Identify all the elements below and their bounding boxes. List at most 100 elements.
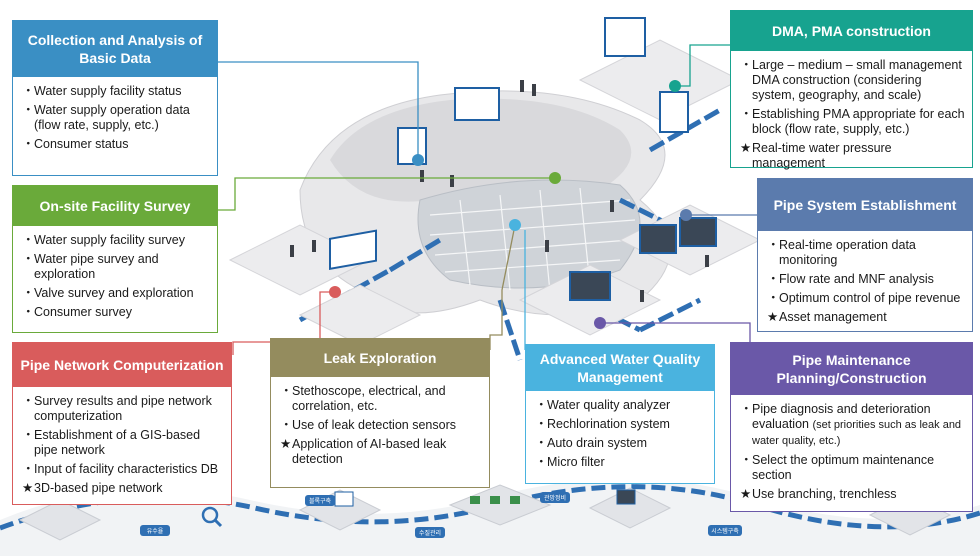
connector-lines [218, 44, 760, 355]
list-item: ★Application of AI-based leak detection [280, 437, 483, 467]
panel-dma: DMA, PMA construction ・Large – medium – … [730, 10, 973, 171]
list-item-text: Large – medium – small management DMA co… [752, 58, 962, 102]
list-item: ・Auto drain system [535, 436, 708, 451]
bullet-icon: ・ [740, 58, 753, 72]
sign-4: 관망정비 [544, 494, 566, 502]
sign-3: 수질관리 [419, 529, 441, 537]
list-item-text: Use branching, trenchless [752, 487, 897, 501]
bullet-icon: ・ [280, 418, 293, 432]
panel-maintenance-title: Pipe Maintenance Planning/Construction [731, 343, 972, 395]
bullet-icon: ・ [535, 455, 548, 469]
list-item-text: Input of facility characteristics DB [34, 462, 219, 476]
panel-collection: Collection and Analysis of Basic Data ・W… [12, 20, 218, 176]
panel-network-list: ・ Survey results and pipe network compute… [13, 387, 231, 496]
list-item-text: Real-time water pressure management [752, 141, 892, 170]
list-item: ・Water quality analyzer [535, 398, 708, 413]
people [290, 80, 709, 302]
list-item: ・Water supply operation data (flow rate,… [22, 103, 211, 133]
bullet-icon: ・ [535, 436, 548, 450]
panel-collection-list: ・Water supply facility status・Water supp… [13, 77, 217, 152]
bullet-icon: ・ [280, 384, 293, 398]
panel-quality-list: ・Water quality analyzer・Rechlorination s… [526, 391, 714, 470]
list-item: ・Use of leak detection sensors [280, 418, 483, 433]
list-item-text: 3D-based pipe network [34, 481, 163, 495]
list-item: ・Consumer status [22, 137, 211, 152]
list-item-text: Real-time operation data monitoring [779, 238, 916, 267]
screens [329, 17, 717, 301]
list-item: ・Optimum control of pipe revenue [767, 291, 966, 306]
list-item: ・Stethoscope, electrical, and correlatio… [280, 384, 483, 414]
list-item-text: Consumer status [34, 137, 129, 151]
list-item: ・Select the optimum maintenance section [740, 453, 966, 483]
list-item: ・Survey results and pipe network compute… [22, 394, 225, 424]
list-item-text: Water supply facility survey [34, 233, 185, 247]
panel-collection-title: Collection and Analysis of Basic Data [13, 21, 217, 77]
list-item: ・Input of facility characteristics DB [22, 462, 225, 477]
list-item-text: Establishing PMA appropriate for each bl… [752, 107, 965, 136]
panel-dma-list: ・Large – medium – small management DMA c… [731, 51, 972, 171]
list-item-text: Survey results and pipe network computer… [34, 394, 212, 423]
bullet-icon: ・ [22, 305, 35, 319]
list-item: ★Asset management [767, 310, 966, 325]
city-map-area [417, 179, 641, 289]
connector-dots [329, 80, 692, 329]
list-item-text: Water supply facility status [34, 84, 182, 98]
panel-onsite: On-site Facility Survey ・Water supply fa… [12, 185, 218, 333]
bullet-icon: ・ [740, 107, 753, 121]
list-item: ・Micro filter [535, 455, 708, 470]
list-item: ・Rechlorination system [535, 417, 708, 432]
panel-dma-title: DMA, PMA construction [731, 11, 972, 51]
list-item-text: Valve survey and exploration [34, 286, 194, 300]
panel-network-title: Pipe Network Computerization [13, 343, 231, 387]
panel-leak: Leak Exploration ・Stethoscope, electrica… [270, 338, 490, 488]
bullet-icon: ・ [22, 103, 35, 117]
street-grid [429, 187, 636, 293]
star-icon: ★ [740, 487, 752, 501]
bullet-icon: ・ [22, 462, 35, 476]
list-item: ★Use branching, trenchless [740, 487, 966, 502]
bullet-icon: ・ [740, 402, 753, 416]
panel-onsite-list: ・Water supply facility survey・Water pipe… [13, 226, 217, 320]
panel-pipesystem-list: ・Real-time operation data monitoring・Flo… [758, 231, 972, 325]
list-item-text: Asset management [779, 310, 887, 324]
bullet-icon: ・ [767, 238, 780, 252]
star-icon: ★ [767, 310, 779, 324]
bullet-icon: ・ [22, 252, 35, 266]
list-item-note: (set priorities such as leak and water q… [752, 419, 962, 447]
bullet-icon: ・ [740, 453, 753, 467]
list-item-text: Water supply operation data (flow rate, … [34, 103, 190, 132]
list-item: ・Establishment of a GIS-based pipe netwo… [22, 428, 225, 458]
bullet-icon: ・ [767, 272, 780, 286]
list-item-text: Water pipe survey and exploration [34, 252, 159, 281]
list-item: ・Valve survey and exploration [22, 286, 211, 301]
panel-onsite-title: On-site Facility Survey [13, 186, 217, 226]
list-item: ・Large – medium – small management DMA c… [740, 58, 966, 103]
list-item-text: Stethoscope, electrical, and correlation… [292, 384, 446, 413]
bullet-icon: ・ [767, 291, 780, 305]
panel-leak-title: Leak Exploration [271, 339, 489, 377]
bullet-icon: ・ [535, 398, 548, 412]
bullet-icon: ・ [22, 233, 35, 247]
list-item-text: Application of AI-based leak detection [292, 437, 447, 466]
list-item-text: Select the optimum maintenance section [752, 453, 935, 482]
list-item-text: Rechlorination system [547, 417, 670, 431]
panel-maintenance-list: ・Pipe diagnosis and deterioration evalua… [731, 395, 972, 502]
sign-2: 블록구축 [309, 497, 332, 505]
list-item-text: Establishment of a GIS-based pipe networ… [34, 428, 201, 457]
list-item: ・Consumer survey [22, 305, 211, 320]
star-icon: ★ [22, 481, 34, 495]
list-item-text: Water quality analyzer [547, 398, 671, 412]
list-item: ・Water supply facility survey [22, 233, 211, 248]
list-item: ★Real-time water pressure management [740, 141, 966, 171]
bullet-icon: ・ [22, 428, 35, 442]
list-item: ・Real-time operation data monitoring [767, 238, 966, 268]
list-item-text: Micro filter [547, 455, 605, 469]
star-icon: ★ [280, 437, 292, 451]
list-item: ・Flow rate and MNF analysis [767, 272, 966, 287]
list-item-text: Flow rate and MNF analysis [779, 272, 934, 286]
star-icon: ★ [740, 141, 752, 155]
panel-pipesystem-title: Pipe System Establishment [758, 179, 972, 231]
bullet-icon: ・ [22, 84, 35, 98]
list-item: ・Water supply facility status [22, 84, 211, 99]
